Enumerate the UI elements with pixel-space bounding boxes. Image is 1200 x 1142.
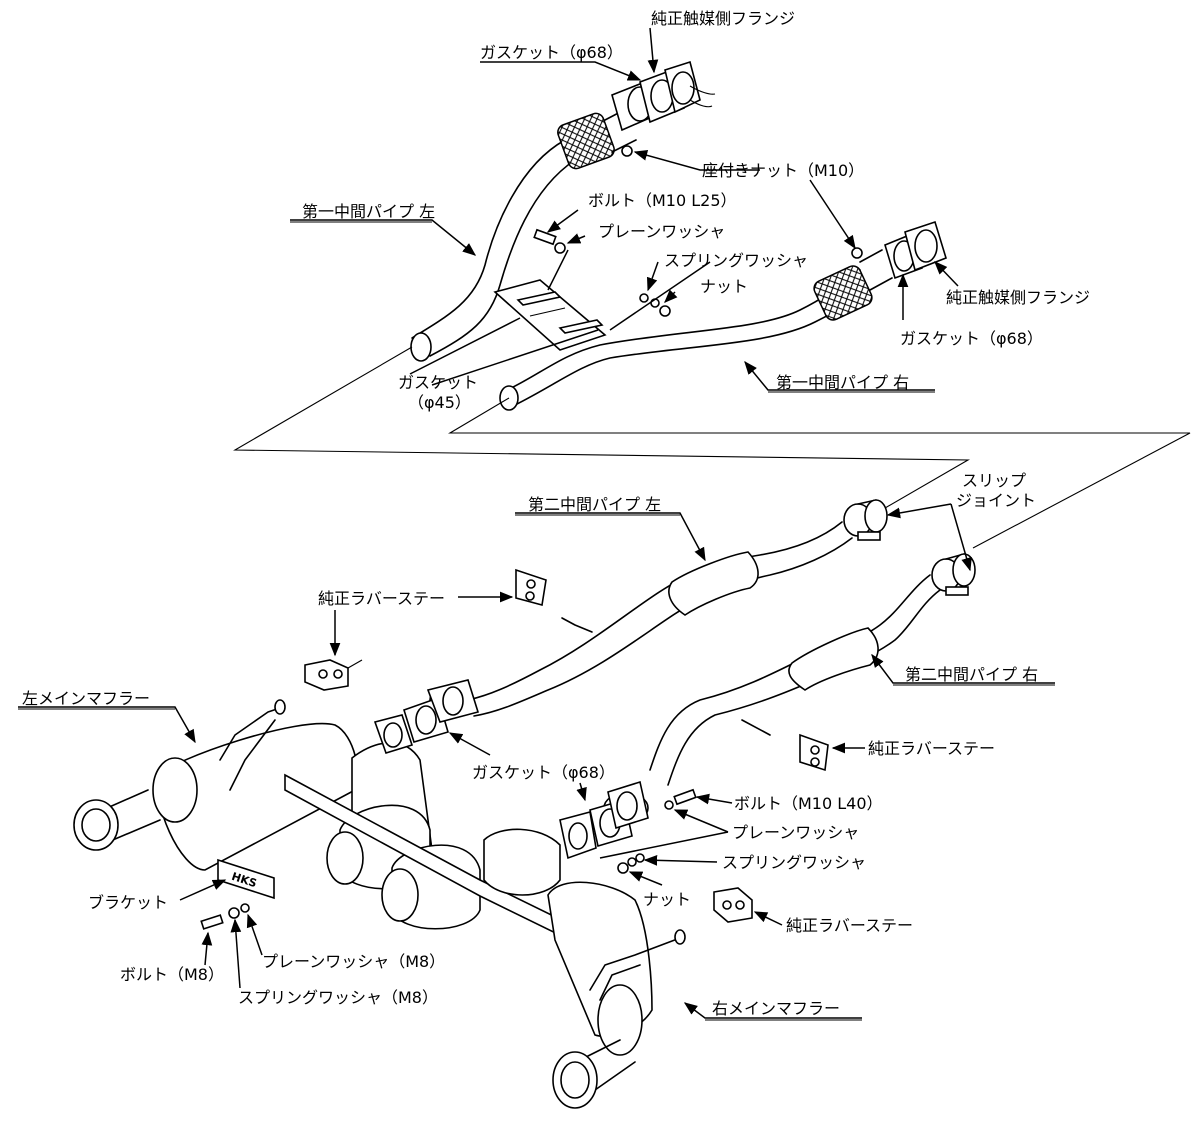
label-genuine-rubber-stay-right: 純正ラバーステー [868, 739, 995, 758]
first-mid-pipe-left-part [410, 76, 670, 362]
label-underlines [18, 221, 1055, 1021]
label-plain-washer-lower: プレーンワッシャ [732, 823, 859, 842]
label-slip-joint-line2: ジョイント [956, 491, 1036, 510]
label-spring-washer-m8: スプリングワッシャ（M8） [238, 988, 438, 1007]
label-gasket-45-line1: ガスケット [398, 373, 478, 392]
slip-joint-right-part [931, 553, 976, 596]
alignment-line-right [447, 397, 1191, 549]
genuine-cat-flange-right-part [904, 220, 947, 272]
label-spring-washer-top: スプリングワッシャ [664, 251, 808, 270]
right-main-muffler-part [483, 828, 686, 1109]
second-mid-pipe-left-part [429, 521, 853, 717]
label-bolt-m8: ボルト（M8） [120, 965, 224, 984]
left-muffler-gasket [373, 714, 414, 754]
label-nut-lower: ナット [643, 890, 691, 909]
first-mid-pipe-right-part [499, 249, 893, 411]
label-slip-joint-line1: スリップ [962, 471, 1026, 490]
label-gasket-68-top: ガスケット（φ68） [480, 43, 623, 62]
label-plain-washer-m8: プレーンワッシャ（M8） [262, 952, 445, 971]
label-right-main-muffler: 右メインマフラー [712, 999, 840, 1018]
label-left-main-muffler: 左メインマフラー [22, 689, 150, 708]
label-nut-top: ナット [700, 277, 748, 296]
label-plain-washer-top: プレーンワッシャ [598, 222, 725, 241]
rubber-stay-upper-left-part [304, 659, 363, 691]
label-bolt-m10-l40: ボルト（M10 L40） [734, 794, 883, 813]
bracket-hardware [200, 903, 250, 930]
label-gasket-68-right: ガスケット（φ68） [900, 329, 1043, 348]
second-mid-pipe-right-part [603, 574, 941, 824]
bracket-part: HKS [217, 858, 275, 900]
label-bracket: ブラケット [88, 893, 168, 912]
label-second-mid-pipe-left: 第二中間パイプ 左 [528, 495, 661, 514]
label-first-mid-pipe-left: 第一中間パイプ 左 [302, 202, 435, 221]
label-genuine-cat-flange-top: 純正触媒側フランジ [651, 9, 795, 28]
center-resonators [284, 773, 579, 946]
joint-bracket-top [493, 279, 607, 351]
label-gasket-68-lower: ガスケット（φ68） [472, 763, 615, 782]
label-genuine-rubber-stay-lower: 純正ラバーステー [786, 916, 913, 935]
label-spring-washer-lower: スプリングワッシャ [722, 853, 866, 872]
label-flange-nut-m10: 座付きナット（M10） [702, 161, 864, 180]
genuine-cat-flange-top-part [664, 60, 716, 114]
rubber-stay-lower-part [713, 887, 753, 923]
label-first-mid-pipe-right: 第一中間パイプ 右 [776, 373, 909, 392]
rubber-stay-right-part [741, 719, 829, 772]
alignment-line-left [233, 346, 971, 516]
rubber-stay-left-part [515, 568, 593, 633]
leader-lines [18, 27, 1055, 1019]
flange-nut-top [621, 145, 633, 157]
hardware-top [533, 228, 863, 317]
label-genuine-cat-flange-right: 純正触媒側フランジ [946, 288, 1090, 307]
right-muffler-gaskets [559, 780, 649, 860]
label-gasket-45-line2: （φ45） [408, 393, 471, 412]
left-pipe-flange [403, 679, 480, 743]
slip-joint-left-part [843, 499, 888, 541]
label-second-mid-pipe-right: 第二中間パイプ 右 [905, 665, 1038, 684]
callout-labels: 純正触媒側フランジ ガスケット（φ68） 座付きナット（M10） 第一中間パイプ… [22, 9, 1090, 1018]
label-genuine-rubber-stay-left: 純正ラバーステー [318, 589, 445, 608]
label-bolt-m10-l25: ボルト（M10 L25） [588, 191, 737, 210]
gasket-45-parts [516, 291, 604, 334]
